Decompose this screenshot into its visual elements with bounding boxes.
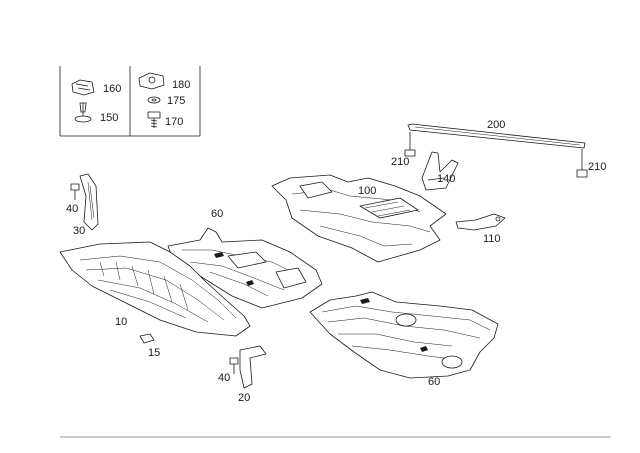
bracket-140 <box>421 151 459 191</box>
legend-label-170: 170 <box>165 116 183 128</box>
callout-210-left: 210 <box>391 156 409 168</box>
callout-60-upper: 60 <box>211 208 223 220</box>
callout-40-lower: 40 <box>218 372 230 384</box>
callout-20: 20 <box>238 392 250 404</box>
callout-200: 200 <box>487 119 505 131</box>
bolt-40-lower-icon <box>229 357 239 374</box>
legend-label-150: 150 <box>100 112 118 124</box>
push-rivet-icon <box>74 102 92 123</box>
front-undershield-10 <box>59 241 251 337</box>
legend-label-180: 180 <box>172 79 190 91</box>
callout-210-right: 210 <box>588 161 606 173</box>
callout-100: 100 <box>358 185 376 197</box>
clip-15-icon <box>139 333 155 344</box>
bolt-40-upper-icon <box>70 183 80 200</box>
underbody-panel-60-center <box>167 227 323 309</box>
deflector-30 <box>79 173 99 231</box>
screw-icon <box>147 111 161 128</box>
strut-bar-200 <box>407 123 586 149</box>
clip-nut-icon <box>71 79 95 96</box>
legend-label-160: 160 <box>103 83 121 95</box>
callout-60-lower: 60 <box>428 376 440 388</box>
callout-110: 110 <box>483 233 501 245</box>
underbody-panel-60-rear <box>309 291 499 379</box>
callout-30: 30 <box>73 225 85 237</box>
legend-label-175: 175 <box>167 95 185 107</box>
callout-15: 15 <box>148 347 160 359</box>
bolt-210-right-icon <box>576 149 588 178</box>
washer-icon <box>147 96 161 104</box>
callout-40-upper: 40 <box>66 203 78 215</box>
legend-box <box>59 66 201 137</box>
bracket-20 <box>239 345 267 389</box>
bolt-210-left-icon <box>404 132 416 157</box>
callout-140: 140 <box>437 173 455 185</box>
bracket-110 <box>455 213 506 231</box>
underbody-panel-100 <box>271 174 447 263</box>
speed-nut-icon <box>138 72 165 90</box>
callout-10: 10 <box>115 316 127 328</box>
